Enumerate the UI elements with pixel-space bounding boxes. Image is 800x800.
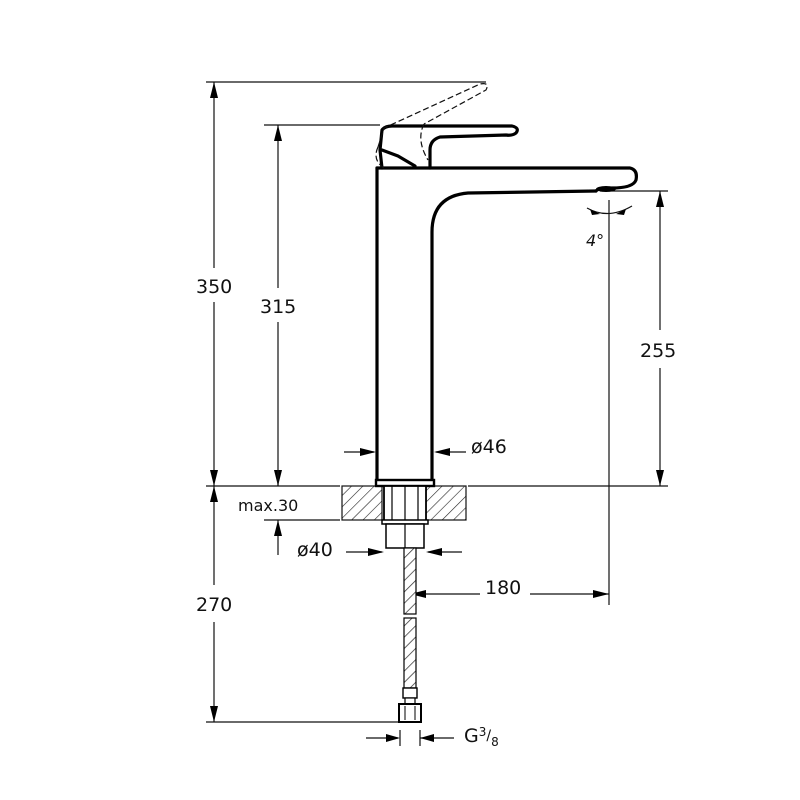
spout-tilt-indicator — [586, 205, 633, 215]
body-diameter-label: ø46 — [471, 436, 507, 458]
body-height-label: 315 — [260, 296, 296, 318]
spout-reach-label: 180 — [485, 577, 521, 599]
dimension-body-diameter — [344, 448, 466, 456]
flexible-hose — [398, 547, 422, 723]
mounting-thread — [374, 478, 436, 549]
faucet-body — [375, 166, 638, 482]
dimension-spout-reach — [410, 590, 609, 598]
dimension-hose-length — [210, 486, 218, 722]
dimension-thread-diameter — [346, 548, 462, 556]
dimension-total-height — [210, 82, 218, 486]
dimension-counter-thickness — [274, 470, 282, 555]
dimension-spout-height — [656, 191, 664, 486]
lever-raised-dashed — [375, 83, 488, 169]
extension-lines — [206, 81, 668, 723]
countertop-section — [341, 485, 467, 521]
spout-height-label: 255 — [640, 340, 676, 362]
dimension-hose-connection — [366, 730, 454, 746]
counter-thickness-label: max.30 — [238, 496, 298, 515]
hose-length-label: 270 — [196, 594, 232, 616]
thread-diameter-label: ø40 — [297, 539, 333, 561]
dimension-body-height — [274, 125, 282, 486]
total-height-label: 350 — [196, 276, 232, 298]
hose-connection-label: G3/8 — [464, 725, 499, 749]
spout-tilt-label: 4° — [586, 231, 604, 250]
lever-handle — [378, 124, 519, 170]
